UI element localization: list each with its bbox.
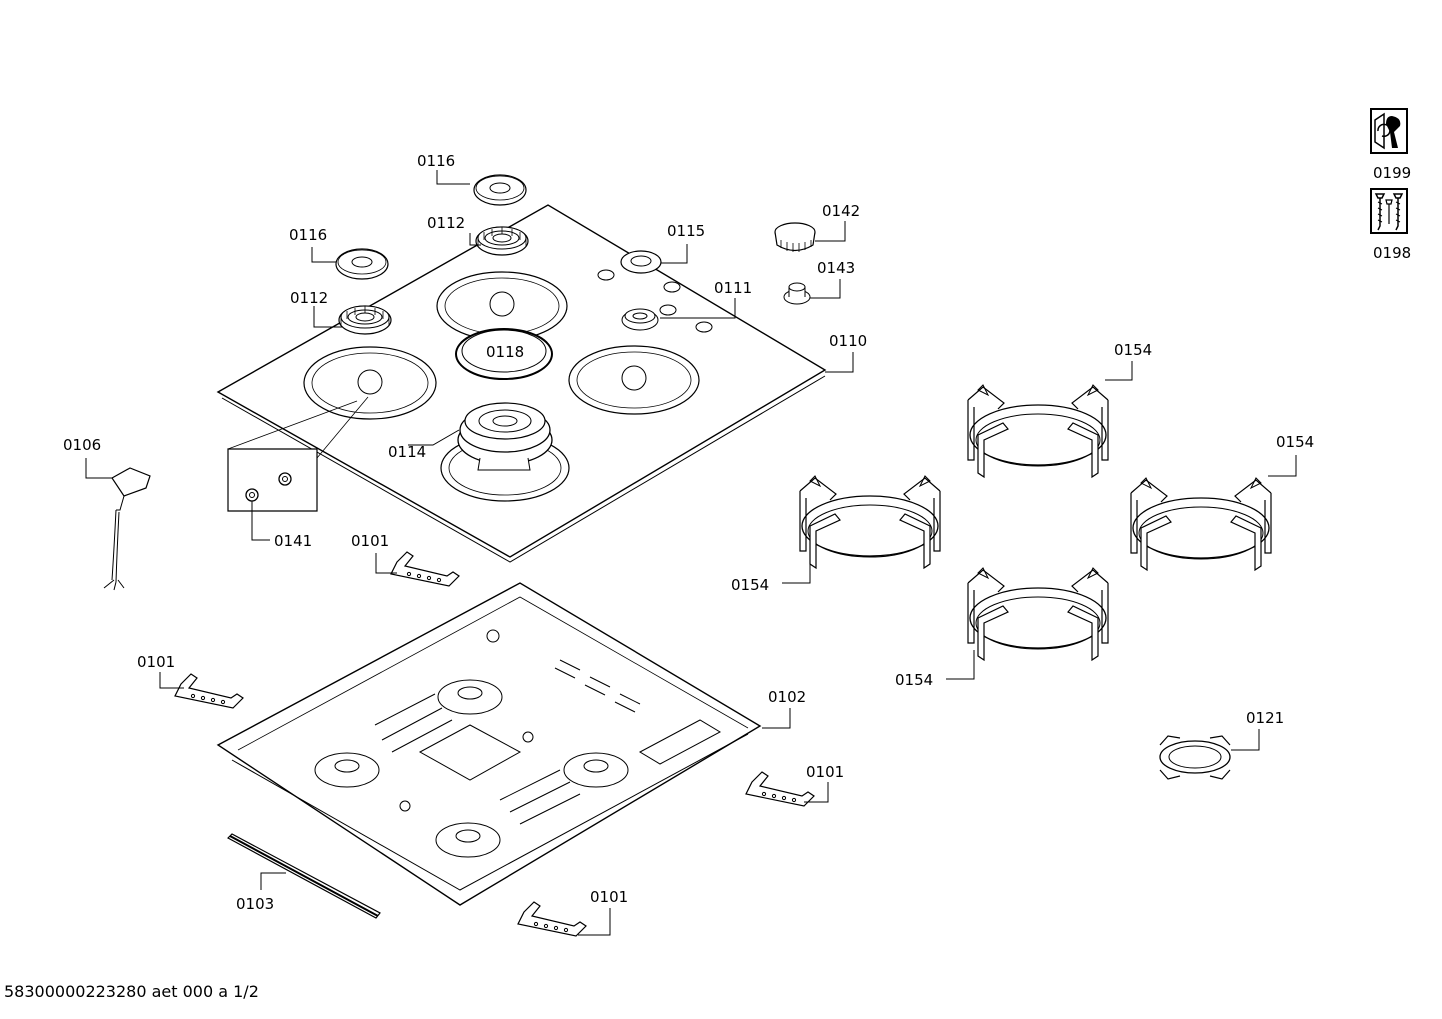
burner-cap-0116-left: [335, 248, 389, 280]
screws-label: 0198: [1373, 244, 1412, 262]
label-0142: 0142: [822, 202, 860, 220]
injector-detail-box: [227, 396, 369, 512]
label-0101-b: 0101: [137, 653, 175, 671]
label-0101-d: 0101: [590, 888, 628, 906]
power-cord-0106: [103, 467, 151, 591]
screws-icon: [1370, 188, 1408, 234]
wok-burner-0114: [457, 402, 553, 471]
label-0116-left: 0116: [289, 226, 327, 244]
pan-support-0154-a: [967, 384, 1109, 478]
label-0101-c: 0101: [806, 763, 844, 781]
label-0118: 0118: [486, 343, 524, 361]
label-0115: 0115: [667, 222, 705, 240]
pan-support-0154-b: [799, 475, 941, 569]
control-knob-0142: [774, 222, 816, 252]
ring-burner-0112-top: [475, 226, 529, 256]
label-0121: 0121: [1246, 709, 1284, 727]
label-0102: 0102: [768, 688, 806, 706]
label-0154-c: 0154: [1276, 433, 1314, 451]
burner-cap-0115: [620, 250, 662, 274]
burner-cap-0116-top: [473, 174, 527, 206]
pan-support-0154-d: [967, 567, 1109, 661]
small-burner-0111: [621, 308, 659, 331]
label-0112-left: 0112: [290, 289, 328, 307]
label-0106: 0106: [63, 436, 101, 454]
label-0103: 0103: [236, 895, 274, 913]
clip-bracket-0101-a: [390, 551, 460, 587]
label-0154-a: 0154: [1114, 341, 1152, 359]
ring-burner-0112-left: [338, 305, 392, 335]
wok-ring-0121: [1159, 735, 1231, 780]
label-0114: 0114: [388, 443, 426, 461]
hob-top-plate: [216, 204, 827, 563]
label-0116-top: 0116: [417, 152, 455, 170]
clip-bracket-0101-d: [517, 901, 587, 937]
label-0101-a: 0101: [351, 532, 389, 550]
seal-strip-0103: [227, 833, 381, 919]
knob-insert-0143: [783, 282, 811, 305]
pan-support-0154-c: [1130, 477, 1272, 571]
service-label: 0199: [1373, 164, 1412, 182]
burner-cap-0118: [455, 328, 553, 380]
label-0154-d: 0154: [895, 671, 933, 689]
label-0143: 0143: [817, 259, 855, 277]
label-0154-b: 0154: [731, 576, 769, 594]
label-0111: 0111: [714, 279, 752, 297]
clip-bracket-0101-c: [745, 771, 815, 807]
leader-lines: [85, 170, 1297, 936]
label-0141: 0141: [274, 532, 312, 550]
bottom-tray-0102: [216, 582, 762, 906]
label-0112-top: 0112: [427, 214, 465, 232]
label-0110: 0110: [829, 332, 867, 350]
clip-bracket-0101-b: [174, 673, 244, 709]
document-code: 58300000223280 aet 000 a 1/2: [4, 982, 259, 1001]
wrench-icon: [1370, 108, 1408, 154]
